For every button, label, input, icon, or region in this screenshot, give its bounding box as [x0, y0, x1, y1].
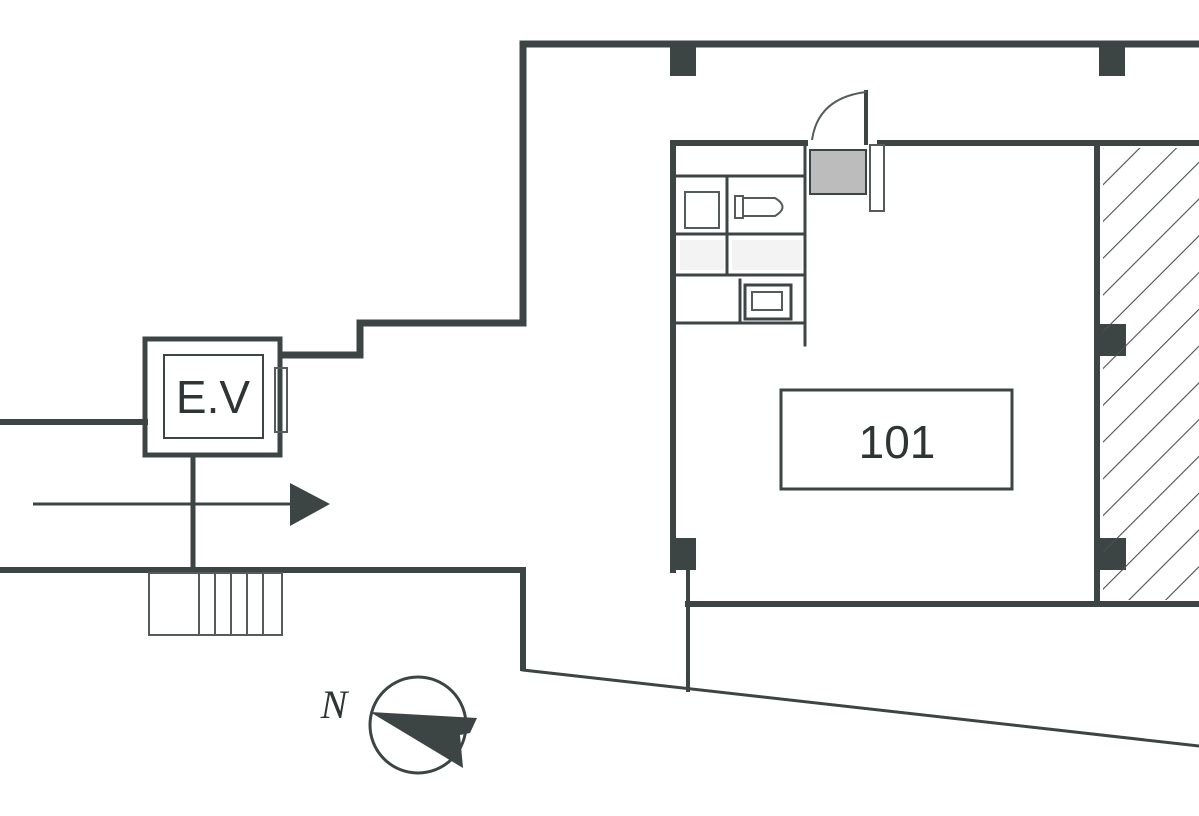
elevator: E.V	[142, 336, 288, 573]
elevator-label: E.V	[176, 371, 250, 423]
balcony-hatch	[1103, 148, 1199, 600]
north-compass-icon: N	[320, 675, 477, 775]
unit-label: 101	[859, 416, 936, 468]
wet-area	[673, 143, 807, 347]
outer-walls	[0, 40, 1199, 748]
wall-columns	[670, 44, 1126, 570]
entrance-steps	[148, 572, 283, 636]
north-label: N	[320, 682, 350, 727]
entry-door	[809, 90, 885, 212]
shower-icon	[684, 191, 720, 229]
arrow-right-icon	[33, 483, 330, 526]
unit-101-walls	[670, 140, 1199, 692]
sink-icon	[743, 283, 793, 321]
unit-101: 101	[779, 388, 1014, 491]
toilet-icon	[734, 195, 784, 219]
